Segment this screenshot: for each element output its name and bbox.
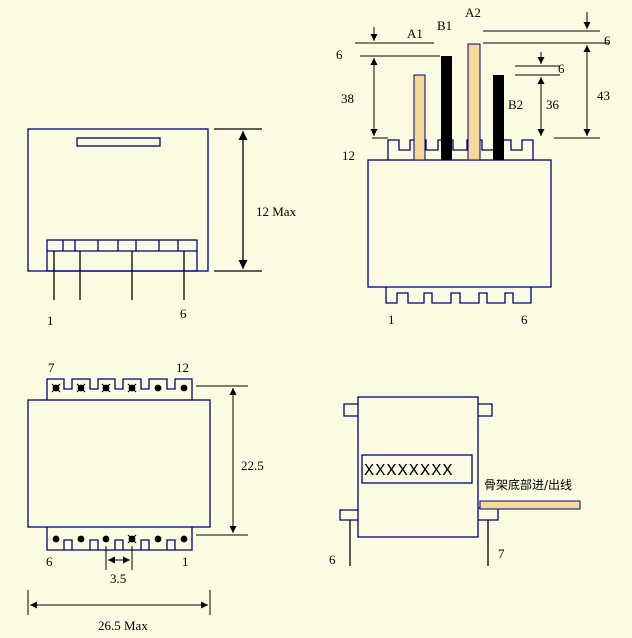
front-view-pin-1: 1 [388,312,395,327]
front-view [355,12,610,304]
front-view-top-pins [387,139,534,160]
front-view-body [367,159,552,288]
bottom-view-pin-1: 1 [182,554,189,569]
mounted-view-pin-6: 6 [329,552,336,567]
front-view-label-a2: A2 [465,5,481,20]
side-view-height-label: 12 Max [256,204,297,219]
mounted-view-body [357,396,479,538]
front-view-label-b1: B1 [437,18,452,33]
bottom-view-body [27,399,211,528]
lead-a2 [467,43,481,161]
mounted-view [339,396,581,566]
mounted-view-bottom-left-tab [339,509,358,521]
mounted-view-lead-wire [479,500,581,510]
bottom-view-pin-7: 7 [48,360,55,375]
mounted-view-marking-box [361,454,473,484]
mounted-view-pin-7: 7 [498,546,505,561]
front-view-bottom-pins [385,287,532,304]
front-view-dim-36: 36 [546,97,560,112]
front-view-pin-12: 12 [342,148,355,163]
bottom-view-pitch-label: 3.5 [110,571,126,586]
bottom-view [27,378,248,615]
side-view-top-slot [76,137,161,147]
bottom-view-height-label: 22.5 [241,458,264,473]
bottom-view-pin-6: 6 [46,554,53,569]
bottom-view-pin-12: 12 [176,360,189,375]
lead-b1 [441,56,452,160]
side-view-pin-6: 6 [180,306,187,321]
lead-b2 [493,75,504,160]
side-view-bobbin [46,239,198,272]
front-view-pin-6: 6 [521,312,528,327]
front-view-label-a1: A1 [407,26,423,41]
mounted-view-top-left-tab [343,403,358,417]
mounted-view-top-right-tab [478,403,493,417]
mounted-view-marking: XXXXXXXX [364,462,454,481]
front-view-dim-38: 38 [341,91,354,106]
front-view-dim-small: 6 [558,61,565,76]
side-view-pin-1: 1 [47,313,54,328]
side-view [27,128,262,300]
front-view-dim-43: 43 [597,88,610,103]
bottom-view-width-label: 26.5 Max [98,618,148,633]
front-view-label-b2: B2 [508,97,523,112]
mounted-view-lead-note: 骨架底部进/出线 [484,477,572,492]
bottom-view-bottom-pins [46,527,193,551]
lead-a1 [413,74,426,161]
mounted-view-bottom-right-tab [478,507,499,521]
front-view-dim-top-left: 6 [336,47,343,62]
bottom-view-top-pins [46,378,193,400]
front-view-dim-top-right: 6 [604,33,611,48]
